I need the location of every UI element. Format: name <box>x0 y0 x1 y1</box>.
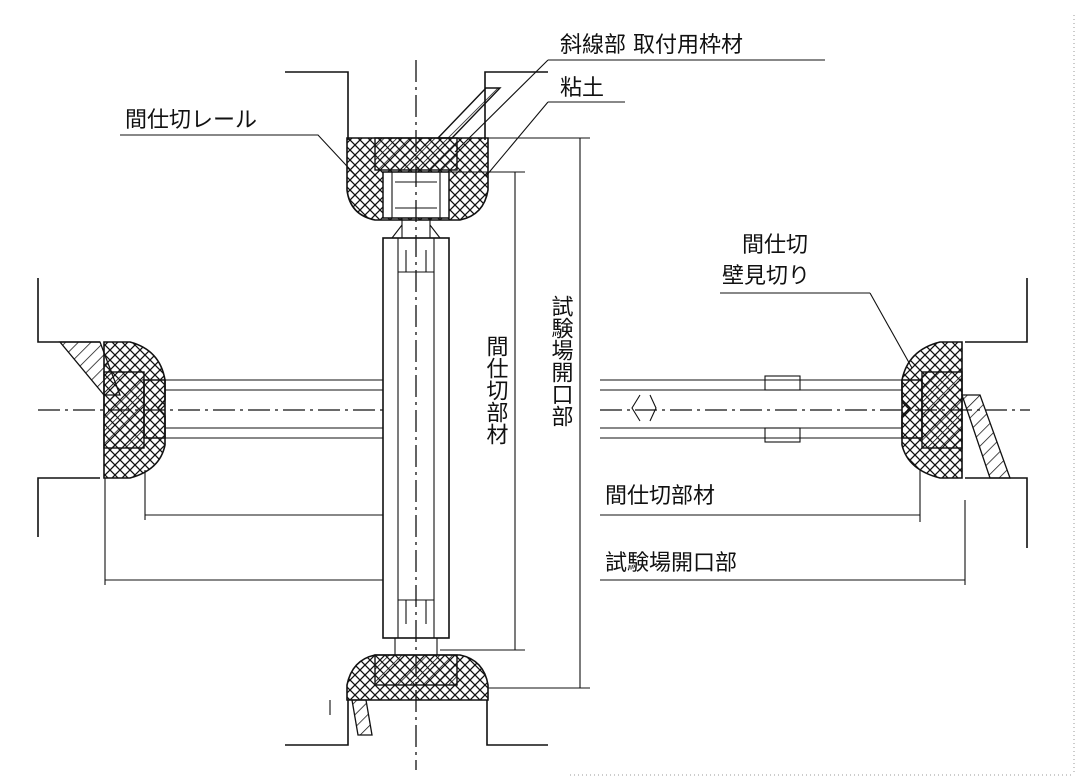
leader-lines <box>120 59 913 369</box>
label-partition-wall-cut-1: 間仕切 <box>742 233 808 258</box>
label-partition-rail: 間仕切レール <box>125 108 257 133</box>
label-clay: 粘土 <box>560 76 604 101</box>
label-hatched-mounting-frame: 斜線部 取付用枠材 <box>560 33 743 58</box>
left-horizontal-panel <box>165 379 383 439</box>
right-horizontal-panel <box>600 375 902 443</box>
bottom-mounting-frame-hatch <box>351 699 373 736</box>
bottom-frame <box>285 638 548 746</box>
label-test-opening-vertical: 試験場開口部 <box>548 295 574 427</box>
label-partition-member-vertical: 間仕切部材 <box>483 335 509 445</box>
label-test-opening-horizontal: 試験場開口部 <box>605 551 737 576</box>
top-mounting-frame-hatch <box>436 87 502 139</box>
label-partition-member-horizontal: 間仕切部材 <box>605 484 715 509</box>
dimension-lines <box>104 137 966 689</box>
label-partition-wall-cut-2: 壁見切り <box>722 264 810 289</box>
left-wall <box>37 278 166 537</box>
right-mounting-frame-hatch <box>961 394 1011 479</box>
